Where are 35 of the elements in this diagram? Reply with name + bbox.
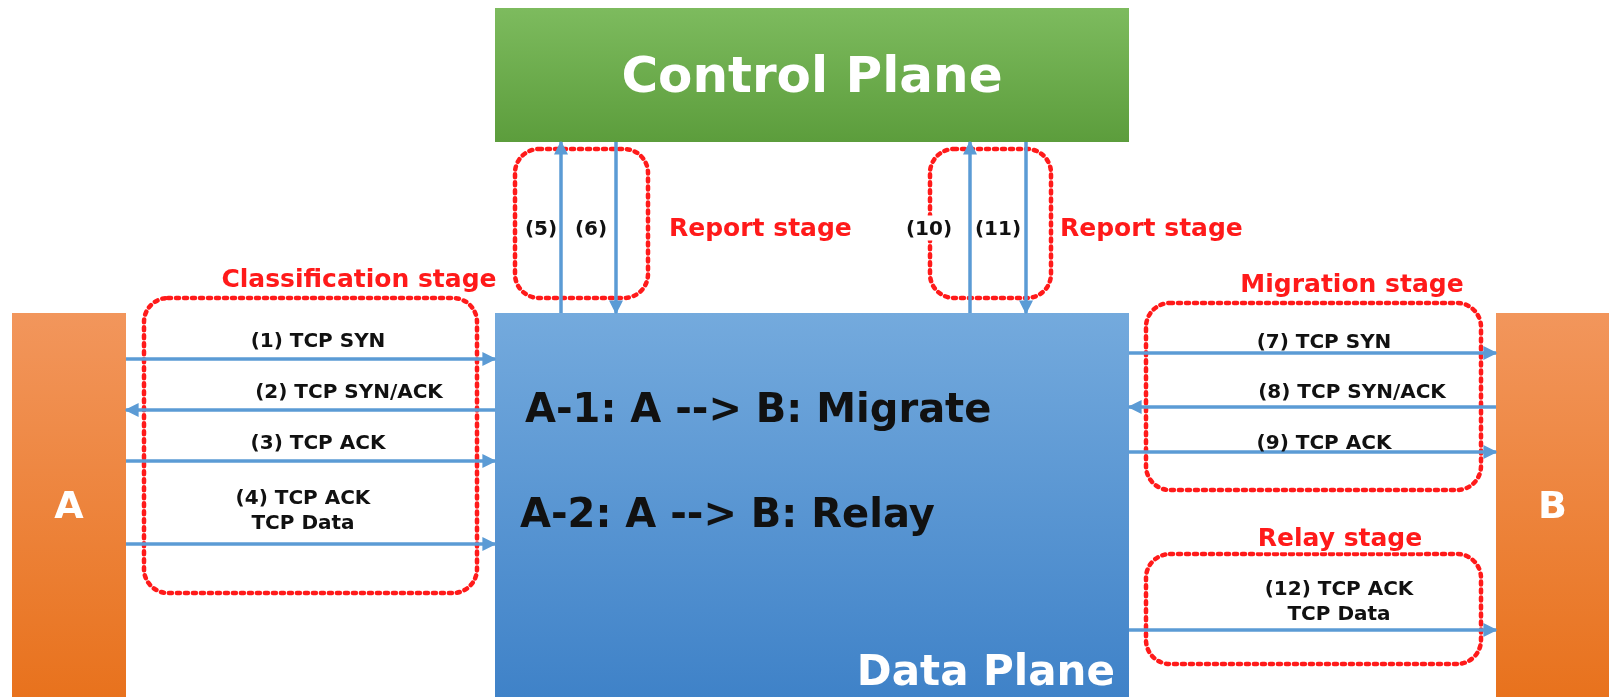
endpoint-box	[12, 313, 126, 697]
edge-label: (12) TCP ACK TCP Data	[1263, 576, 1415, 626]
edge-label: (10)	[904, 215, 954, 241]
data-plane-box	[495, 313, 1129, 697]
edge-label: (5)	[524, 215, 558, 241]
stage-label: Report stage	[668, 214, 853, 242]
control-plane-box	[495, 8, 1129, 142]
stage-label: Report stage	[1059, 214, 1244, 242]
edge-label: (9) TCP ACK	[1256, 429, 1392, 455]
stage-label: Classification stage	[219, 265, 499, 293]
arrow	[126, 537, 497, 551]
arrow	[126, 454, 497, 468]
edge-label: (7) TCP SYN	[1256, 328, 1392, 354]
arrow	[1129, 346, 1498, 360]
edge-label: (4) TCP ACK TCP Data	[234, 485, 372, 535]
edge-label: (6)	[574, 215, 608, 241]
stage-label: Relay stage	[1255, 524, 1425, 552]
edge-label: (3) TCP ACK	[250, 429, 386, 455]
scenario-text: A-1: A --> B: Migrate	[525, 385, 992, 431]
plane-title: Control Plane	[620, 45, 1004, 106]
arrow	[554, 140, 568, 313]
edge-label: (2) TCP SYN/ACK	[255, 378, 443, 404]
endpoint-label: A	[53, 482, 85, 529]
edge-label: (1) TCP SYN	[250, 327, 386, 353]
endpoint-box	[1496, 313, 1609, 697]
arrow	[124, 403, 495, 417]
endpoint-label: B	[1537, 482, 1568, 529]
arrow	[1129, 445, 1498, 459]
edge-label: (11)	[974, 215, 1022, 241]
plane-title: Data Plane	[856, 646, 1115, 695]
arrow	[126, 352, 497, 366]
arrow	[1127, 400, 1496, 414]
arrow	[963, 140, 977, 313]
edge-label: (8) TCP SYN/ACK	[1258, 378, 1446, 404]
scenario-text: A-2: A --> B: Relay	[520, 490, 935, 536]
